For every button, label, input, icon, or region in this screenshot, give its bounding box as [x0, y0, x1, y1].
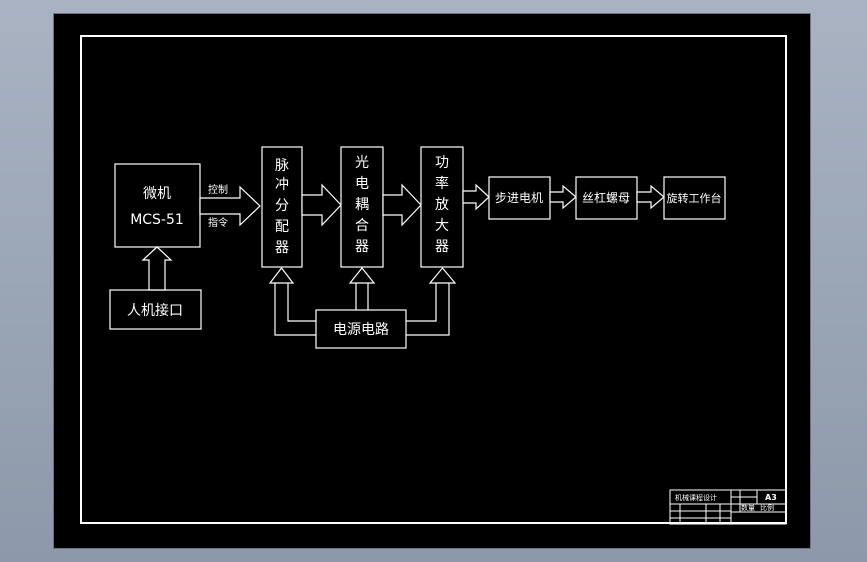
amp-char-3: 放: [435, 197, 449, 213]
amp-char-1: 功: [435, 155, 449, 171]
power-to-pulse-arrowhead: [268, 267, 295, 284]
opto-char-1: 光: [355, 155, 369, 171]
mcu-block: 微机 MCS-51: [114, 163, 201, 248]
arrow-pulse-to-opto: [301, 183, 342, 227]
amp-char-5: 器: [435, 239, 449, 255]
pulse-distributor-block: 脉 冲 分 配 器: [261, 146, 303, 268]
hmi-label: 人机接口: [127, 302, 183, 319]
opto-char-5: 器: [355, 239, 369, 255]
opto-char-2: 电: [355, 176, 369, 192]
amp-char-2: 率: [435, 175, 449, 192]
power-amplifier-block: 功 率 放 大 器: [420, 146, 464, 268]
pulse-char-1: 脉: [275, 158, 289, 174]
screw-label: 丝杠螺母: [582, 190, 630, 205]
title-block-cell-a: 数量: [741, 503, 755, 512]
stepper-motor-block: 步进电机: [488, 176, 551, 220]
mcu-label-2: MCS-51: [130, 212, 184, 228]
arrow-stepper-to-screw: [549, 184, 577, 210]
pulse-char-2: 冲: [275, 177, 289, 193]
power-to-amp-line: [406, 283, 450, 336]
opto-char-4: 合: [355, 218, 369, 234]
optocoupler-block: 光 电 耦 合 器: [340, 146, 384, 268]
title-block-design-title: 机械课程设计: [675, 493, 717, 502]
amp-char-4: 大: [435, 218, 449, 234]
power-supply-block: 电源电路: [315, 309, 407, 349]
lead-screw-block: 丝杠螺母: [575, 176, 638, 220]
power-to-opto-arrowhead: [348, 267, 376, 284]
hmi-block: 人机接口: [109, 289, 202, 330]
title-block: 机械课程设计 A3 数量 比例: [669, 489, 787, 525]
mcu-label-1: 微机: [143, 186, 171, 202]
table-label: 旋转工作台: [667, 191, 722, 205]
arrow-opto-to-amp: [382, 183, 422, 227]
title-block-sheet-size: A3: [765, 493, 777, 502]
pulse-char-4: 配: [275, 219, 289, 235]
signal-label-top: 控制: [208, 183, 228, 196]
pulse-char-5: 器: [275, 240, 289, 256]
stepper-label: 步进电机: [495, 191, 543, 205]
arrow-amp-to-stepper: [462, 183, 490, 211]
power-label: 电源电路: [333, 322, 389, 338]
title-block-cell-b: 比例: [760, 503, 774, 512]
arrow-hmi-to-mcu: [141, 246, 173, 291]
arrow-mcu-to-pulse: [199, 185, 261, 227]
arrow-screw-to-table: [636, 184, 665, 210]
power-to-pulse-line: [274, 283, 316, 336]
power-to-opto-line: [355, 283, 369, 310]
drawing-border: [80, 35, 787, 524]
pulse-char-3: 分: [275, 198, 289, 214]
opto-char-3: 耦: [355, 197, 369, 213]
rotary-table-block: 旋转工作台: [663, 176, 726, 220]
power-to-amp-arrowhead: [428, 267, 457, 284]
signal-label-bottom: 指令: [208, 216, 228, 229]
